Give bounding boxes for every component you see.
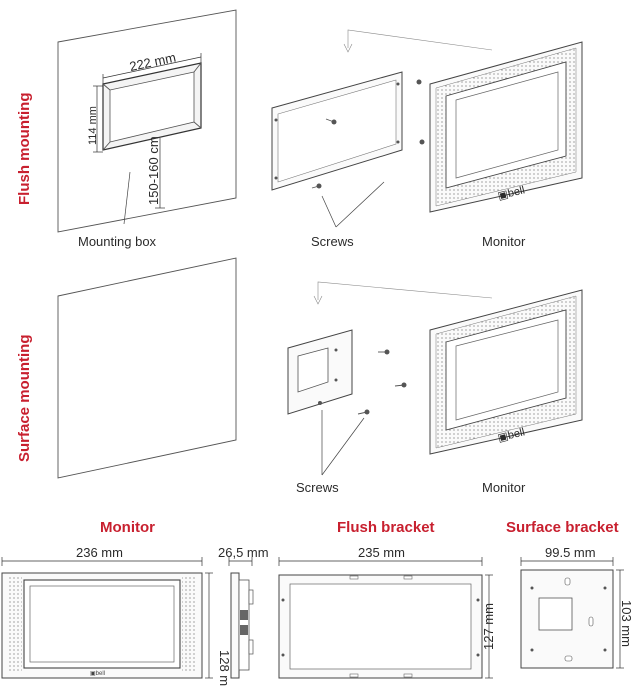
monitor-height-dimension [205, 572, 213, 679]
box-height-label: 114 mm [87, 106, 99, 145]
mounting-box-label: Mounting box [78, 234, 157, 249]
surface-screws-label: Screws [296, 480, 339, 495]
surface-bracket-dim-title: Surface bracket [506, 519, 619, 536]
monitor-dim-title: Monitor [100, 519, 155, 536]
surface-screw-callout-b [321, 417, 365, 476]
mounting-box [102, 62, 202, 151]
flush-bracket-height-dimension [485, 574, 493, 679]
flush-mounting-title: Flush mounting [16, 93, 33, 205]
flush-screws [311, 79, 425, 189]
surface-bracket-height-label: 103 mm [619, 600, 634, 647]
box-width-dimension [102, 53, 202, 84]
flush-screw-callout-b [335, 181, 385, 228]
flush-screw-callout-a [321, 195, 337, 228]
flush-monitor: ▣bell [429, 41, 583, 213]
monitor-front-view: ▣bell [1, 557, 203, 679]
flush-bracket-width-label: 235 mm [358, 545, 405, 560]
flush-arrow [343, 29, 493, 53]
flush-brick-wall [57, 9, 237, 233]
surface-brick-wall [57, 257, 237, 479]
surface-screws [318, 349, 407, 415]
surface-monitor: ▣bell [429, 289, 583, 455]
flush-bracket [271, 71, 403, 191]
flush-bracket-dim-title: Flush bracket [337, 519, 435, 536]
flush-bracket-height-label: 127 mm [481, 603, 496, 650]
surface-monitor-label: Monitor [482, 480, 526, 495]
surface-arrow [313, 281, 493, 305]
box-height-dimension [93, 85, 103, 153]
surface-mounting-title: Surface mounting [16, 334, 33, 462]
monitor-height-label: 128 mm [217, 650, 232, 686]
svg-text:▣bell: ▣bell [90, 671, 105, 677]
monitor-width-label: 236 mm [76, 545, 123, 560]
floor-height-dimension [155, 138, 165, 209]
surface-bracket [287, 329, 353, 415]
box-callout-line [123, 171, 131, 225]
flush-screws-label: Screws [311, 234, 354, 249]
floor-height-label: 150-160 cm [146, 136, 161, 205]
flush-bracket-front-view [278, 557, 483, 679]
flush-monitor-label: Monitor [482, 234, 526, 249]
surface-bracket-height-dimension [616, 569, 624, 669]
monitor-depth-label: 26,5 mm [218, 545, 269, 560]
surface-bracket-front-view [520, 557, 614, 669]
monitor-side-view [228, 557, 254, 679]
surface-bracket-width-label: 99.5 mm [545, 545, 596, 560]
